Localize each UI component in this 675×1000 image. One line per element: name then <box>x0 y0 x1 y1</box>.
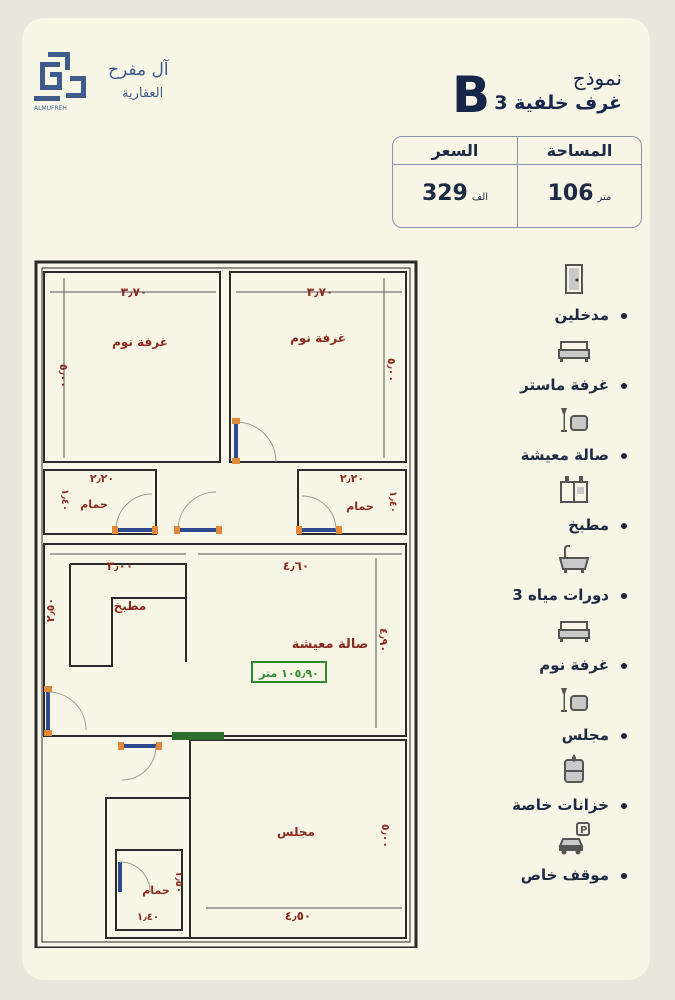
dim-kitchen-width: ٣٫٠٠ <box>107 559 133 573</box>
bullet-dot <box>621 453 627 459</box>
feature-label: موقف خاص <box>520 866 609 884</box>
info-table: المساحة متر106 السعر الف329 <box>392 136 642 228</box>
feature-item: صالة معيشة <box>455 402 635 472</box>
feature-label: صالة معيشة <box>520 446 609 464</box>
feature-label: غرفة نوم <box>539 656 609 674</box>
dim-bed-right-height: ٥٫٠٠ <box>385 358 398 382</box>
feature-label: خزانات خاصة <box>512 796 609 814</box>
price-cell: السعر الف329 <box>393 137 517 227</box>
dim-bed-left-width: ٣٫٧٠ <box>121 285 147 299</box>
dim-bath-bottom-height: ١٫٥٠ <box>173 871 184 893</box>
bullet-dot <box>621 523 627 529</box>
feature-label: مطبخ <box>568 516 609 534</box>
armchair-lamp-icon <box>561 688 588 712</box>
dim-bath-left-height: ١٫٤٠ <box>59 489 70 511</box>
water-tank-icon <box>564 754 584 783</box>
bullet-dot <box>621 803 627 809</box>
brand-subname: العقارية <box>122 86 164 101</box>
brand-name: آل مفرح <box>108 60 169 80</box>
room-label-bedroom: غرفة نوم <box>112 335 168 350</box>
bullet-dot <box>621 593 627 599</box>
area-unit: متر <box>597 192 612 203</box>
dim-bath-right-height: ١٫٤٠ <box>387 491 398 513</box>
room-label-kitchen: مطبخ <box>114 599 147 613</box>
feature-item: غرفة ماستر <box>455 332 635 402</box>
living-area-tag <box>251 661 327 683</box>
bullet-dot <box>621 313 627 319</box>
room-label-bath: حمام <box>142 884 170 897</box>
room-label-living: صالة معيشة <box>292 637 369 652</box>
model-letter: B <box>452 66 491 124</box>
feature-item: خزانات خاصة <box>455 752 635 822</box>
bullet-dot <box>621 383 627 389</box>
parking-car-icon: P <box>558 822 590 855</box>
svg-text:P: P <box>580 825 587 836</box>
dim-majlis-height: ٥٫٠٠ <box>379 824 392 848</box>
brand-logo: ALMUFREH آل مفرح العقارية <box>30 48 210 128</box>
bullet-dot <box>621 873 627 879</box>
listing-card <box>22 18 650 980</box>
room-label-bath: حمام <box>346 500 374 513</box>
floor-plan: غرفة نوم غرفة نوم حمام حمام مطبخ صالة مع… <box>34 260 418 948</box>
dim-bath-right-width: ٢٫٢٠ <box>340 472 364 485</box>
feature-item: غرفة نوم <box>455 612 635 682</box>
feature-item: مدخلين <box>455 262 635 332</box>
area-header: المساحة <box>518 137 641 165</box>
dim-living-width: ٤٫٦٠ <box>283 559 309 573</box>
dim-bath-bottom-width: ١٫٤٠ <box>137 912 159 923</box>
feature-label: مدخلين <box>554 306 609 324</box>
feature-label: غرفة ماستر <box>520 376 609 394</box>
bed-icon <box>558 341 590 362</box>
price-header: السعر <box>393 137 517 165</box>
bullet-dot <box>621 733 627 739</box>
bed-icon <box>558 621 590 642</box>
price-value: 329 <box>421 181 468 206</box>
living-area: ١٠٥٫٩٠ متر <box>258 667 319 680</box>
dim-living-height: ٤٫٩٠ <box>377 628 390 652</box>
area-value: 106 <box>547 181 594 206</box>
room-label-bedroom: غرفة نوم <box>290 331 346 346</box>
model-title: نموذج <box>572 66 622 90</box>
dim-bed-left-height: ٥٫٠٠ <box>57 364 70 388</box>
room-label-majlis: مجلس <box>277 825 315 839</box>
bathtub-icon <box>558 545 590 573</box>
door-icon <box>565 264 583 294</box>
dim-kitchen-height: ٢٫٥٠ <box>44 598 57 622</box>
dim-bath-left-width: ٢٫٢٠ <box>90 472 114 485</box>
armchair-lamp-icon <box>561 408 588 432</box>
dim-bed-right-width: ٣٫٧٠ <box>307 285 333 299</box>
bullet-dot <box>621 663 627 669</box>
price-unit: الف <box>471 192 489 203</box>
feature-label: مجلس <box>561 726 609 744</box>
room-label-bath: حمام <box>80 498 108 511</box>
feature-item: مطبخ <box>455 472 635 542</box>
feature-item: P موقف خاص <box>455 822 635 892</box>
feature-item: مجلس <box>455 682 635 752</box>
feature-item: 3 دورات مياه <box>455 542 635 612</box>
logo-mark-text: ALMUFREH <box>34 105 67 112</box>
dim-majlis-width: ٤٫٥٠ <box>285 909 311 923</box>
model-subtitle: 3 غرف خلفية <box>494 92 622 114</box>
feature-label: 3 دورات مياه <box>512 586 609 604</box>
kitchen-icon <box>560 476 588 503</box>
logo-mark-icon: ALMUFREH <box>34 52 86 112</box>
area-cell: المساحة متر106 <box>517 137 641 227</box>
